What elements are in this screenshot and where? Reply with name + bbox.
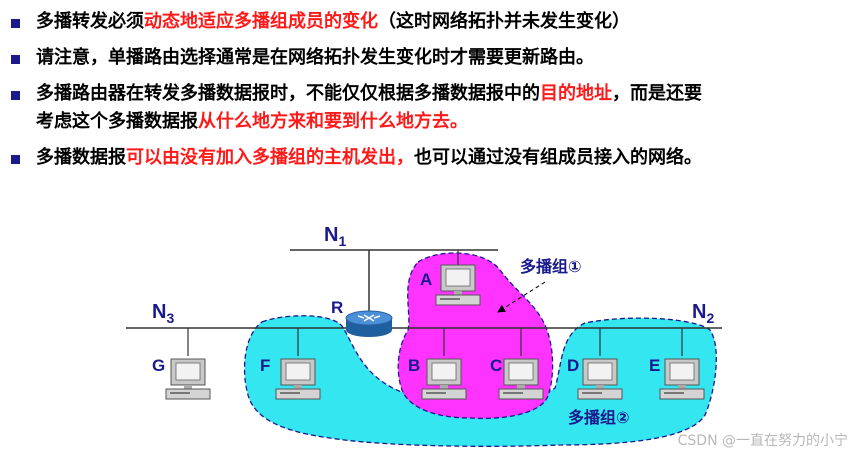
watermark: CSDN @一直在努力的小宁 — [677, 433, 848, 449]
text-run: （这时网络拓扑并未发生变化） — [378, 11, 630, 32]
network-n3-label: N3 — [152, 301, 174, 326]
host-g-label: G — [152, 356, 165, 375]
host-a-label: A — [420, 270, 432, 289]
router-icon — [345, 310, 393, 337]
router-label: R — [331, 298, 343, 317]
host-g-computer-icon — [165, 358, 211, 400]
host-d-label: D — [567, 356, 579, 375]
text-run: 考虑这个多播数据报 — [36, 111, 198, 132]
highlight-run: 目的地址 — [540, 83, 612, 104]
bullet-text: 多播数据报可以由没有加入多播组的主机发出，也可以通过没有组成员接入的网络。 — [36, 144, 856, 172]
text-run: 也可以通过没有组成员接入的网络。 — [414, 147, 702, 168]
multicast-group-1-pointer — [497, 281, 546, 313]
bullet-text-continued: 考虑这个多播数据报从什么地方来和要到什么地方去。 — [36, 108, 856, 136]
bullet-item: 多播数据报可以由没有加入多播组的主机发出，也可以通过没有组成员接入的网络。 — [0, 144, 864, 172]
host-f-computer-icon — [275, 358, 321, 400]
text-run: 多播路由器在转发多播数据报时，不能仅仅根据多播数据报中的 — [36, 83, 540, 104]
host-b-label: B — [408, 356, 420, 375]
bullet-item: 多播路由器在转发多播数据报时，不能仅仅根据多播数据报中的目的地址，而是还要 考虑… — [0, 80, 864, 136]
bullet-text: 请注意，单播路由选择通常是在网络拓扑发生变化时才需要更新路由。 — [36, 44, 856, 72]
host-a-computer-icon — [435, 264, 481, 306]
text-run: 请注意，单播路由选择通常是在网络拓扑发生变化时才需要更新路由。 — [36, 47, 594, 68]
highlight-run: 可以由没有加入多播组的主机发出， — [126, 147, 414, 168]
text-run: 多播转发必须 — [36, 11, 144, 32]
bullet-text: 多播转发必须动态地适应多播组成员的变化（这时网络拓扑并未发生变化） — [36, 8, 856, 36]
host-e-label: E — [649, 356, 660, 375]
host-b-computer-icon — [421, 358, 467, 400]
bullet-item: 多播转发必须动态地适应多播组成员的变化（这时网络拓扑并未发生变化） — [0, 8, 864, 36]
bullet-marker — [11, 91, 20, 100]
multicast-group-2-region — [243, 315, 717, 447]
bullet-item: 请注意，单播路由选择通常是在网络拓扑发生变化时才需要更新路由。 — [0, 44, 864, 72]
network-n2-label: N2 — [692, 301, 714, 326]
host-e-computer-icon — [659, 358, 705, 400]
text-run: ，而是还要 — [612, 83, 702, 104]
bullet-text: 多播路由器在转发多播数据报时，不能仅仅根据多播数据报中的目的地址，而是还要 — [36, 80, 856, 108]
bullet-marker — [11, 155, 20, 164]
host-c-label: C — [490, 356, 502, 375]
highlight-run: 从什么地方来和要到什么地方去。 — [198, 111, 468, 132]
network-diagram: N1 N3 N2 R A G F B C D E 多播组① 多播组② — [126, 224, 722, 447]
bullet-marker — [11, 19, 20, 28]
multicast-group-1-label: 多播组① — [520, 257, 582, 276]
text-run: 多播数据报 — [36, 147, 126, 168]
highlight-run: 动态地适应多播组成员的变化 — [144, 11, 378, 32]
host-d-computer-icon — [577, 358, 623, 400]
multicast-group-2-label: 多播组② — [568, 408, 630, 427]
network-n1-label: N1 — [324, 224, 346, 249]
host-c-computer-icon — [498, 358, 544, 400]
bullet-marker — [11, 55, 20, 64]
host-f-label: F — [260, 356, 270, 375]
